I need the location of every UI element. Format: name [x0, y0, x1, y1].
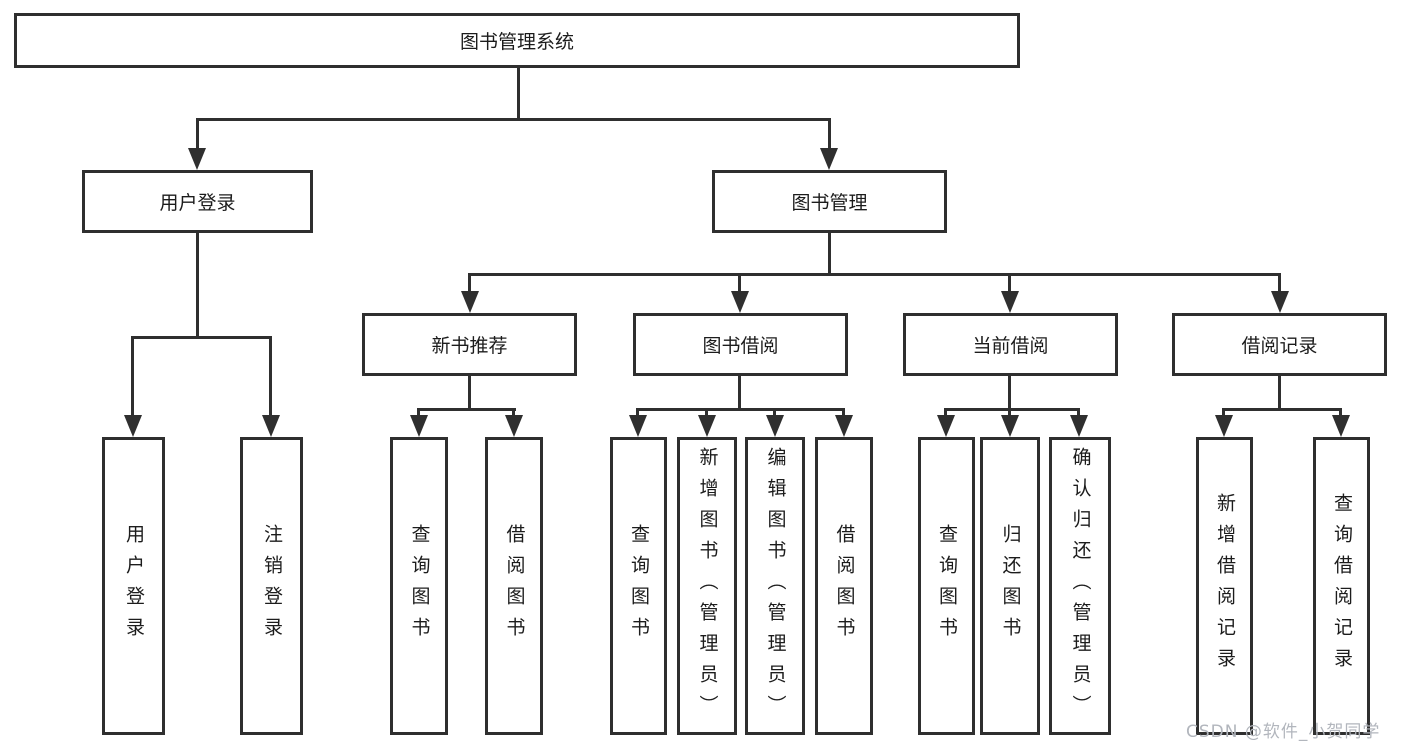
- arrow-down-icon: [124, 415, 142, 437]
- arrow-down-icon: [1070, 415, 1088, 437]
- leaf-label: 用户登录: [123, 524, 145, 648]
- arrow-down-icon: [505, 415, 523, 437]
- leaf-label: 新增图书（管理员）: [696, 446, 719, 726]
- connector-shaft: [1278, 273, 1281, 303]
- arrow-down-icon: [835, 415, 853, 437]
- leaf-borrow-query-book: 查询图书: [610, 437, 667, 735]
- arrow-down-icon: [188, 148, 206, 170]
- leaf-logout: 注销登录: [240, 437, 303, 735]
- connector-root-rail: [196, 118, 830, 121]
- leaf-edit-book-admin: 编辑图书（管理员）: [745, 437, 805, 735]
- node-label: 用户登录: [159, 192, 236, 214]
- arrow-down-icon: [1332, 415, 1350, 437]
- leaf-label: 新增借阅记录: [1214, 493, 1236, 679]
- connector-shaft: [1008, 273, 1011, 303]
- arrow-down-icon: [937, 415, 955, 437]
- leaf-label: 查询图书: [628, 524, 650, 648]
- leaf-user-login: 用户登录: [102, 437, 165, 735]
- connector-shaft: [269, 336, 272, 424]
- arrow-down-icon: [410, 415, 428, 437]
- arrow-down-icon: [262, 415, 280, 437]
- arrow-down-icon: [1215, 415, 1233, 437]
- leaf-label: 归还图书: [999, 524, 1022, 648]
- arrow-down-icon: [698, 415, 716, 437]
- leaf-recommend-borrow-book: 借阅图书: [485, 437, 543, 735]
- node-label: 图书借阅: [702, 335, 779, 357]
- connector-userlogin-trunk: [196, 233, 199, 336]
- leaf-label: 确认归还（管理员）: [1069, 446, 1092, 726]
- node-label: 借阅记录: [1241, 335, 1318, 357]
- leaf-label: 借阅图书: [503, 524, 526, 648]
- arrow-down-icon: [461, 291, 479, 313]
- leaf-add-borrow-record: 新增借阅记录: [1196, 437, 1253, 735]
- connector-shaft: [196, 118, 199, 164]
- node-label: 图书管理: [791, 192, 868, 214]
- connector-bookmgmt-trunk: [828, 233, 831, 273]
- node-book-management-module: 图书管理: [712, 170, 947, 233]
- node-new-book-recommend: 新书推荐: [362, 313, 577, 376]
- connector-userlogin-rail: [131, 336, 272, 339]
- arrow-down-icon: [731, 291, 749, 313]
- node-label: 当前借阅: [972, 335, 1049, 357]
- leaf-label: 注销登录: [261, 524, 283, 648]
- leaf-label: 查询图书: [408, 524, 431, 648]
- arrow-down-icon: [1001, 291, 1019, 313]
- leaf-label: 编辑图书（管理员）: [764, 446, 787, 726]
- connector-shaft: [738, 273, 741, 303]
- leaf-add-book-admin: 新增图书（管理员）: [677, 437, 737, 735]
- connector-root-trunk: [517, 68, 520, 118]
- connector-shaft: [131, 336, 134, 424]
- arrow-down-icon: [766, 415, 784, 437]
- leaf-query-borrow-record: 查询借阅记录: [1313, 437, 1370, 735]
- arrow-down-icon: [1271, 291, 1289, 313]
- leaf-label: 查询借阅记录: [1331, 493, 1353, 679]
- leaf-recommend-query-book: 查询图书: [390, 437, 448, 735]
- connector-current-rail: [944, 408, 1080, 411]
- connector-recommend-trunk: [468, 376, 471, 408]
- arrow-down-icon: [1001, 415, 1019, 437]
- connector-shaft: [468, 273, 471, 303]
- leaf-borrow-book: 借阅图书: [815, 437, 873, 735]
- node-user-login-module: 用户登录: [82, 170, 313, 233]
- leaf-confirm-return-admin: 确认归还（管理员）: [1049, 437, 1111, 735]
- node-current-borrow: 当前借阅: [903, 313, 1118, 376]
- connector-records-trunk: [1278, 376, 1281, 408]
- connector-shaft: [828, 118, 831, 164]
- connector-borrow-trunk: [738, 376, 741, 408]
- node-borrow-records: 借阅记录: [1172, 313, 1387, 376]
- node-book-borrow: 图书借阅: [633, 313, 848, 376]
- leaf-return-book: 归还图书: [980, 437, 1040, 735]
- connector-bookmgmt-rail: [468, 273, 1281, 276]
- connector-records-rail: [1222, 408, 1341, 411]
- connector-recommend-rail: [417, 408, 516, 411]
- node-label: 新书推荐: [431, 335, 508, 357]
- leaf-current-query-book: 查询图书: [918, 437, 975, 735]
- connector-borrow-rail: [636, 408, 845, 411]
- leaf-label: 查询图书: [936, 524, 958, 648]
- node-root: 图书管理系统: [14, 13, 1020, 68]
- arrow-down-icon: [820, 148, 838, 170]
- csdn-watermark: CSDN @软件_小贺同学: [1186, 722, 1381, 742]
- arrow-down-icon: [629, 415, 647, 437]
- node-root-label: 图书管理系统: [459, 31, 574, 53]
- leaf-label: 借阅图书: [833, 524, 856, 648]
- connector-current-trunk: [1008, 376, 1011, 408]
